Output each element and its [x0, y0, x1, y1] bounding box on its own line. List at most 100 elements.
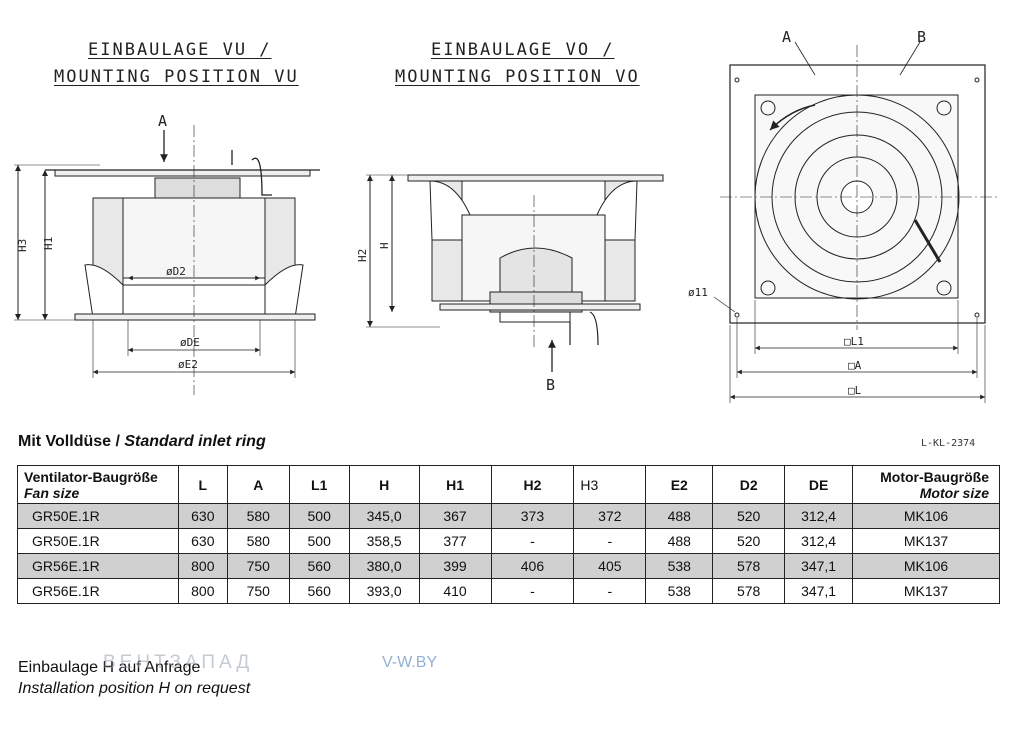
table-cell: 405: [573, 553, 647, 579]
note-de: Einbaulage H auf Anfrage: [18, 659, 201, 676]
view-vo: [366, 174, 664, 372]
table-cell: 345,0: [348, 503, 420, 529]
header-fan-en: Fan size: [24, 484, 80, 501]
table-cell: 377: [418, 528, 492, 554]
table-cell: 373: [490, 503, 575, 529]
table-cell: 367: [418, 503, 492, 529]
label-d2: øD2: [166, 265, 186, 278]
table-cell: MK106: [852, 503, 1000, 529]
table-cell: 500: [288, 528, 350, 554]
label-arrow-a: A: [158, 112, 167, 130]
table-row: GR50E.1R 630 580 500 358,5 377 - - 488 5…: [17, 528, 1000, 554]
table-cell: 800: [177, 578, 228, 604]
table-cell: 560: [288, 553, 350, 579]
label-l: □L: [848, 384, 862, 397]
header-col: H1: [418, 465, 492, 504]
label-de: øDE: [180, 336, 200, 349]
header-fan-size: Ventilator-Baugröße Fan size: [17, 465, 179, 504]
label-l1: □L1: [844, 335, 864, 348]
table-cell: 580: [226, 503, 290, 529]
table-cell: 538: [645, 553, 714, 579]
table-cell: 630: [177, 528, 228, 554]
table-cell: 347,1: [784, 578, 854, 604]
table-cell: 560: [288, 578, 350, 604]
section-title-de: Mit Volldüse /: [18, 433, 125, 450]
title-vu-line2: MOUNTING POSITION VU: [54, 67, 299, 87]
table-cell: MK106: [852, 553, 1000, 579]
table-row: GR56E.1R 800 750 560 380,0 399 406 405 5…: [17, 553, 1000, 579]
table-cell: 358,5: [348, 528, 420, 554]
table-cell: MK137: [852, 528, 1000, 554]
table-cell: -: [490, 578, 575, 604]
label-e2: øE2: [178, 358, 198, 371]
section-title-en: Standard inlet ring: [124, 433, 266, 450]
table-cell: 750: [226, 578, 290, 604]
table-row: GR56E.1R 800 750 560 393,0 410 - - 538 5…: [17, 578, 1000, 604]
table-cell: 578: [712, 578, 786, 604]
section-title: Mit Volldüse / Standard inlet ring: [18, 433, 266, 451]
header-col: L1: [288, 465, 350, 504]
label-plan-b: B: [917, 28, 926, 46]
table-cell: GR56E.1R: [17, 553, 179, 579]
header-col: H2: [490, 465, 575, 504]
installation-note: Einbaulage H auf Anfrage Installation po…: [18, 657, 250, 699]
header-col: DE: [784, 465, 854, 504]
table-cell: 410: [418, 578, 492, 604]
view-vu: [14, 125, 320, 395]
table-row: GR50E.1R 630 580 500 345,0 367 373 372 4…: [17, 503, 1000, 529]
table-cell: GR50E.1R: [17, 503, 179, 529]
note-en: Installation position H on request: [18, 680, 251, 697]
table-cell: GR56E.1R: [17, 578, 179, 604]
table-cell: 750: [226, 553, 290, 579]
table-cell: 630: [177, 503, 228, 529]
title-vu-line1: EINBAULAGE VU /: [88, 40, 272, 60]
label-h3: H3: [16, 239, 29, 252]
spec-table: Ventilator-Baugröße Fan size L A L1 H H1…: [17, 465, 1000, 604]
watermark-logo: ВЕНТЗАПАД: [103, 652, 254, 673]
label-h: H: [378, 242, 391, 249]
table-cell: 538: [645, 578, 714, 604]
technical-drawing: A B H3 H1 øD2 øDE øE2 H2 H ø11 □L1 □A □L…: [14, 28, 1000, 403]
table-cell: 372: [573, 503, 647, 529]
header-motor-en: Motor size: [919, 484, 989, 501]
table-cell: 520: [712, 528, 786, 554]
table-cell: 312,4: [784, 503, 854, 529]
label-plan-a: A: [782, 28, 791, 46]
header-col: E2: [645, 465, 714, 504]
table-cell: 488: [645, 503, 714, 529]
table-cell: 578: [712, 553, 786, 579]
table-cell: 580: [226, 528, 290, 554]
label-a: □A: [848, 359, 862, 372]
table-cell: -: [573, 578, 647, 604]
table-cell: GR50E.1R: [17, 528, 179, 554]
header-fan-de: Ventilator-Baugröße: [24, 468, 158, 485]
label-arrow-b: B: [546, 376, 555, 394]
header-col: A: [226, 465, 290, 504]
table-cell: MK137: [852, 578, 1000, 604]
header-col: L: [177, 465, 228, 504]
label-h2: H2: [356, 249, 369, 262]
table-cell: -: [490, 528, 575, 554]
table-cell: 399: [418, 553, 492, 579]
title-vo-line1: EINBAULAGE VO /: [431, 40, 615, 60]
view-plan: [713, 41, 1000, 403]
table-cell: -: [573, 528, 647, 554]
label-h1: H1: [42, 237, 55, 250]
table-cell: 347,1: [784, 553, 854, 579]
header-motor-size: Motor-Baugröße Motor size: [852, 465, 1000, 504]
drawing-code: L-KL-2374: [921, 438, 976, 449]
table-cell: 380,0: [348, 553, 420, 579]
table-cell: 800: [177, 553, 228, 579]
title-vo-line2: MOUNTING POSITION VO: [395, 67, 640, 87]
table-header-row: Ventilator-Baugröße Fan size L A L1 H H1…: [17, 465, 1000, 504]
watermark-url: V-W.BY: [382, 654, 438, 671]
table-cell: 312,4: [784, 528, 854, 554]
header-motor-de: Motor-Baugröße: [880, 468, 989, 485]
header-col: H: [348, 465, 420, 504]
table-cell: 406: [490, 553, 575, 579]
table-cell: 488: [645, 528, 714, 554]
table-cell: 500: [288, 503, 350, 529]
header-col: D2: [712, 465, 786, 504]
table-cell: 520: [712, 503, 786, 529]
table-cell: 393,0: [348, 578, 420, 604]
